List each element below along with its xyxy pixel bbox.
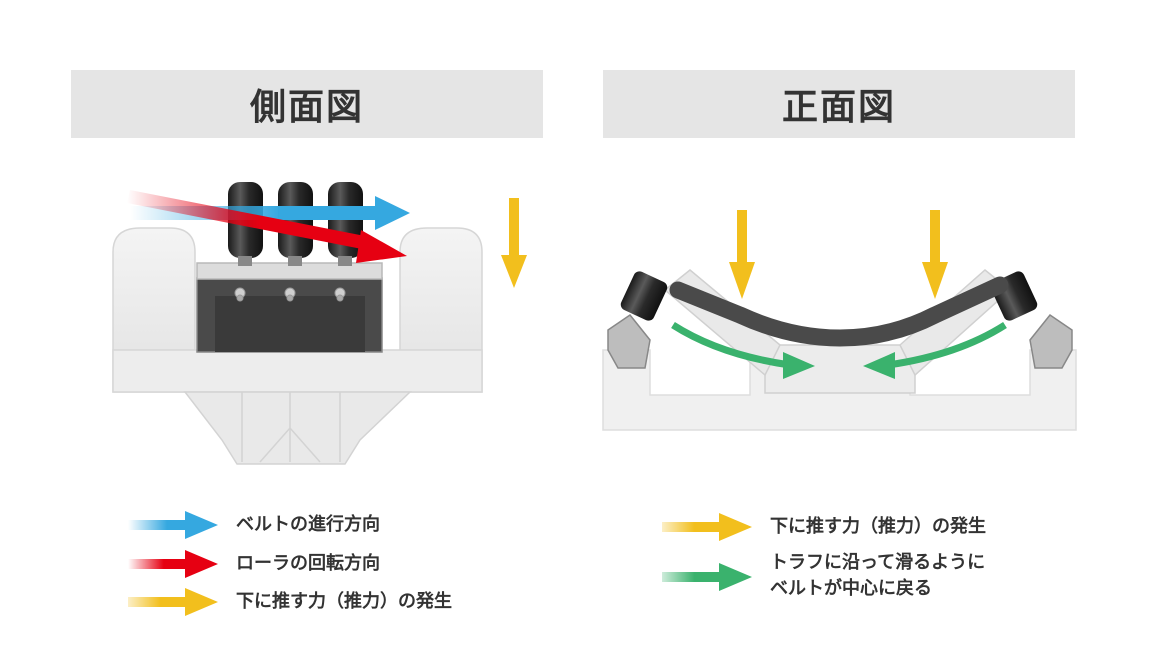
legend-label: 下に推す力（推力）の発生 <box>770 516 986 537</box>
legend-arrow-red <box>128 550 218 578</box>
legend-label: 下に推す力（推力）の発生 <box>236 591 452 612</box>
legend-item-belt-direction: ベルトの進行方向 <box>236 512 380 538</box>
legend-label-line: ベルトが中心に戻る <box>770 578 932 599</box>
centering-arrow-left <box>671 322 815 379</box>
legend-label-line: トラフに沿って滑るように <box>770 552 986 573</box>
legend-label: ベルトの進行方向 <box>236 514 380 535</box>
legend-arrow-yellow-front <box>662 513 752 541</box>
legend-label: トラフに沿って滑るように ベルトが中心に戻る <box>770 550 985 602</box>
legend-item-thrust-front: 下に推す力（推力）の発生 <box>770 514 986 540</box>
roller-shaft <box>288 256 302 266</box>
legend-item-thrust-side: 下に推す力（推力）の発生 <box>236 589 452 615</box>
legend-arrow-yellow-side <box>128 588 218 616</box>
roller-rotation-arrow <box>127 190 407 263</box>
side-view-title: 側面図 <box>249 87 364 128</box>
left-end-cap <box>620 271 668 321</box>
thrust-arrow-side <box>501 198 527 288</box>
side-view-header: 側面図 <box>71 70 543 138</box>
bolts <box>234 287 346 302</box>
legend-arrow-blue <box>128 511 218 539</box>
conveyor-belt <box>669 276 1009 347</box>
lower-body-brace <box>259 426 321 463</box>
front-view-header: 正面図 <box>603 70 1075 138</box>
legend-item-centering: トラフに沿って滑るように ベルトが中心に戻る <box>770 550 985 602</box>
front-view-illustration <box>602 210 1077 431</box>
left-bracket <box>607 313 651 369</box>
centering-arrow-right <box>863 322 1007 379</box>
front-view-title: 正面図 <box>781 87 896 128</box>
legend-label: ローラの回転方向 <box>236 553 380 574</box>
legend-arrow-green <box>662 563 752 591</box>
side-view-illustration <box>112 182 527 465</box>
thrust-arrow-front-left <box>729 210 755 299</box>
legend-arrows <box>128 511 752 616</box>
right-bracket <box>1029 313 1073 369</box>
lower-body <box>183 391 412 465</box>
roller-shaft <box>238 256 252 266</box>
center-bracket-inner <box>215 296 365 352</box>
roller-shaft <box>338 256 352 266</box>
legend-item-roller-rotation: ローラの回転方向 <box>236 551 380 577</box>
base-beam <box>112 349 483 393</box>
thrust-arrow-front-right <box>922 210 948 299</box>
